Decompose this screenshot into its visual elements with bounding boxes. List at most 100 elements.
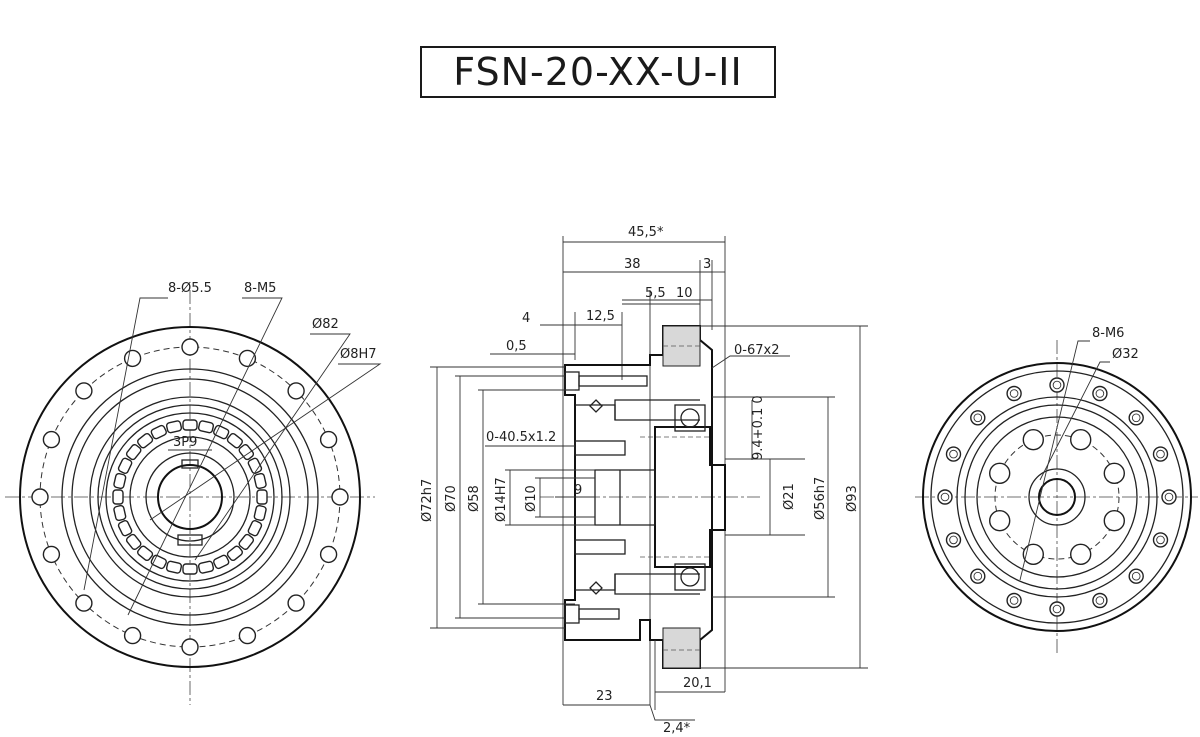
dim-d93: Ø93 <box>845 485 860 512</box>
bearing-roller <box>182 563 198 575</box>
threaded-hole <box>319 545 338 564</box>
flange-hole <box>1049 377 1065 393</box>
dim-d10: Ø10 <box>524 485 539 512</box>
flange-hole-thread <box>1156 535 1165 545</box>
dim-10: 10 <box>676 286 693 301</box>
dim-d56h7: Ø56h7 <box>813 477 828 520</box>
output-hole <box>1103 510 1126 532</box>
right-label-8-m6: 8-M6 <box>1092 326 1124 341</box>
flange-hole-thread <box>949 449 958 459</box>
note-9-4-tolerance: 9.4+0.1 0 <box>751 395 766 460</box>
output-hole <box>1069 429 1092 451</box>
threaded-hole <box>238 349 257 368</box>
flange-hole <box>1161 489 1177 505</box>
bearing-roller <box>226 432 243 449</box>
bearing-roller <box>112 489 124 505</box>
flange-hole <box>1049 601 1065 617</box>
left-label-d82: Ø82 <box>312 317 339 332</box>
flange-hole <box>937 489 953 505</box>
bearing-roller <box>182 419 198 431</box>
right-label-d32: Ø32 <box>1112 347 1139 362</box>
bearing-roller <box>197 560 215 574</box>
flange-hole-thread <box>1131 571 1141 581</box>
dim-23: 23 <box>596 689 613 704</box>
dim-d70: Ø70 <box>444 485 459 512</box>
dim-12-5: 12,5 <box>586 309 615 324</box>
flange-hole <box>945 446 962 462</box>
threaded-hole <box>42 430 61 449</box>
flange-hole-thread <box>1009 596 1019 605</box>
threaded-hole <box>123 626 142 645</box>
dim-38: 38 <box>624 257 641 272</box>
flange-hole-thread <box>973 413 983 423</box>
dim-3: 3 <box>703 257 711 272</box>
threaded-hole <box>238 626 257 645</box>
flange-hole-thread <box>1095 389 1105 398</box>
bearing-roller <box>137 545 154 562</box>
through-hole <box>75 382 93 400</box>
bearing-roller <box>165 560 183 574</box>
through-hole <box>331 488 349 506</box>
flange-hole-thread <box>1164 492 1174 502</box>
flange-hole-thread <box>1095 596 1105 605</box>
flange-hole <box>945 532 962 548</box>
note-0-67x2: 0-67x2 <box>734 343 779 358</box>
dim-2-4: 2,4* <box>663 721 691 736</box>
dim-45-5: 45,5* <box>628 225 664 240</box>
through-hole <box>181 638 199 656</box>
bearing-roller <box>247 457 263 474</box>
title-box: FSN-20-XX-U-II <box>420 46 776 98</box>
dim-d72h7: Ø72h7 <box>420 479 435 522</box>
bearing-roller <box>113 472 127 490</box>
output-hole <box>1069 543 1092 565</box>
output-hole <box>989 510 1011 532</box>
dim-d58: Ø58 <box>467 485 482 512</box>
flange-hole-thread <box>973 571 983 581</box>
flange-hole-thread <box>1009 389 1019 398</box>
flange-hole <box>1128 568 1144 584</box>
through-hole <box>181 338 199 356</box>
bearing-roller <box>256 489 268 505</box>
output-hole <box>1103 462 1126 484</box>
through-hole <box>287 382 305 400</box>
flange-hole <box>1152 532 1169 548</box>
flange-hole <box>1006 592 1022 609</box>
flange-hole <box>1128 410 1144 426</box>
output-hole <box>1022 543 1045 565</box>
drawing-title: FSN-20-XX-U-II <box>453 50 743 94</box>
flange-hole <box>1006 385 1022 402</box>
flange-hole <box>1152 446 1169 462</box>
dim-5-5: 5,5 <box>645 286 666 301</box>
bearing-roller <box>253 472 267 490</box>
flange-hole <box>1092 592 1108 609</box>
dim-0-5: 0,5 <box>506 339 527 354</box>
bearing-roller <box>125 533 142 550</box>
left-view <box>5 290 382 705</box>
flange-hole-thread <box>1052 380 1062 390</box>
left-label-8-d5-5: 8-Ø5.5 <box>168 281 212 296</box>
bearing-roller <box>165 420 183 434</box>
threaded-hole <box>123 349 142 368</box>
bearing-roller <box>226 545 243 562</box>
through-hole <box>287 594 305 612</box>
bearing-roller <box>125 444 142 461</box>
bearing-roller <box>247 520 263 537</box>
flange-hole-thread <box>949 535 958 545</box>
dim-4: 4 <box>522 311 530 326</box>
flange-hole <box>970 410 986 426</box>
flange-hole <box>970 568 986 584</box>
bearing-roller <box>117 457 133 474</box>
flange-hole-thread <box>1156 449 1165 459</box>
flange-hole-thread <box>940 492 950 502</box>
flange-hole <box>1092 385 1108 402</box>
note-0-40-5x1-2: 0-40.5x1.2 <box>486 430 556 445</box>
output-hole <box>1022 429 1045 451</box>
bearing-roller <box>150 424 167 440</box>
left-label-8-m5: 8-M5 <box>244 281 276 296</box>
bearing-roller <box>113 504 127 522</box>
bearing-roller <box>150 554 167 570</box>
bearing-roller <box>238 533 255 550</box>
bearing-roller <box>197 420 215 434</box>
dim-d21: Ø21 <box>782 483 797 510</box>
